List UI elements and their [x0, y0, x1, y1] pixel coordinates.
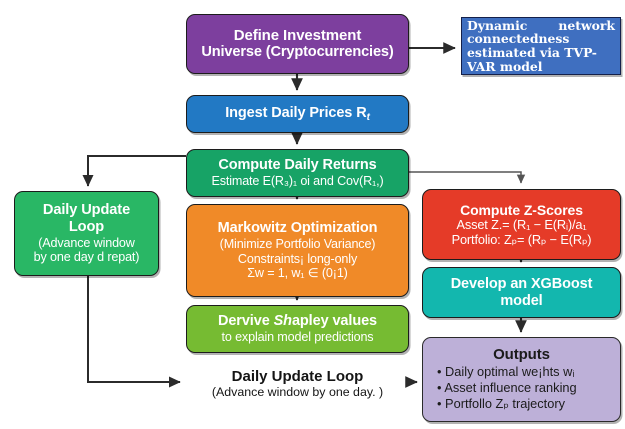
loopbox-line-1: Daily Update	[42, 201, 131, 218]
list-item: • Daily optimal we¡hts wᵢ	[437, 363, 575, 379]
node-title: Compute Daily Returns	[218, 157, 377, 174]
node-subtitle: to explain model predictions	[221, 330, 374, 345]
markowitz-line-2: Constraints¡ long-only	[237, 251, 358, 266]
node-outputs[interactable]: Outputs • Daily optimal we¡hts wᵢ • Asse…	[422, 337, 621, 422]
tvpvar-line-1: Dynamic network	[467, 17, 615, 33]
node-title: Ingest Daily Prices Rt	[225, 105, 370, 123]
tvpvar-line-4: VAR model	[467, 58, 543, 74]
markowitz-line-1: (Minimize Portfolio Variance)	[219, 237, 376, 252]
edge-loopbox-to-looplabel	[87, 276, 181, 388]
node-define-investment-universe[interactable]: Define Investment Universe (Cryptocurren…	[186, 14, 409, 74]
tvpvar-line-2: connectedness	[467, 31, 570, 47]
shapley-title-c: apley values	[291, 313, 378, 330]
loopbox-line-3: (Advance window	[38, 235, 135, 250]
node-title: Define Investment	[233, 26, 362, 44]
node-subtitle: Universe (Cryptocurrencies)	[201, 44, 394, 61]
markowitz-line-3: Σw = 1, w₁ ∈ (0¡1)	[247, 266, 348, 281]
node-title: Outputs	[493, 346, 550, 364]
node-derive-shapley-values[interactable]: Dervive Shapley values to explain model …	[186, 305, 409, 353]
node-title: Compute Z-Scores	[460, 201, 583, 218]
node-title: Dervive Shapley values	[218, 313, 377, 330]
ingest-subscript: t	[366, 111, 370, 123]
list-item: • Asset influence ranking	[437, 380, 577, 395]
outputs-bullet-list: • Daily optimal we¡hts wᵢ • Asset influe…	[429, 364, 577, 413]
shapley-title-b: Sh	[273, 313, 292, 330]
loopbox-line-2: Loop	[68, 218, 105, 235]
zscores-line-1: Asset Z.= (R₁ − E(Rᵢ)/a₁	[456, 216, 587, 232]
node-ingest-daily-prices[interactable]: Ingest Daily Prices Rt	[186, 95, 409, 133]
edge-returns-to-zscores	[409, 171, 526, 184]
node-compute-z-scores[interactable]: Compute Z-Scores Asset Z.= (R₁ − E(Rᵢ)/a…	[422, 189, 621, 260]
node-subtitle: Estimate E(R₃)₁ oi and Cov(R₁,)	[211, 174, 384, 189]
xgboost-line-1: Develop an XGBoost	[450, 275, 593, 292]
node-title: Markowitz Optimization	[217, 220, 378, 237]
loopbox-line-4: by one day d repat)	[33, 250, 140, 265]
node-develop-xgboost-model[interactable]: Develop an XGBoost model	[422, 267, 621, 318]
tvpvar-line-3: estimated via TVP-	[467, 45, 597, 60]
edge-returns-to-loopbox	[82, 155, 186, 187]
node-daily-update-loop-box[interactable]: Daily Update Loop (Advance window by one…	[14, 191, 159, 276]
list-item: • Portfollo Zₚ trajectory	[437, 396, 566, 412]
node-markowitz-optimization[interactable]: Markowitz Optimization (Minimize Portfol…	[186, 204, 409, 297]
zscores-line-2: Portfolio: Zₚ= (Rₚ − E(Rₚ)	[451, 231, 592, 247]
loop-label-title: Daily Update Loop	[231, 368, 364, 385]
shapley-title-a: Dervive	[217, 313, 274, 330]
loop-label-subtitle: (Advance window by one day. )	[211, 385, 384, 399]
label-daily-update-loop: Daily Update Loop (Advance window by one…	[186, 368, 409, 399]
xgboost-line-2: model	[500, 292, 543, 309]
node-compute-daily-returns[interactable]: Compute Daily Returns Estimate E(R₃)₁ oi…	[186, 149, 409, 197]
ingest-title-text: Ingest Daily Prices R	[225, 104, 367, 121]
node-tvp-var-connectedness[interactable]: Dynamic network connectedness estimated …	[461, 17, 621, 75]
